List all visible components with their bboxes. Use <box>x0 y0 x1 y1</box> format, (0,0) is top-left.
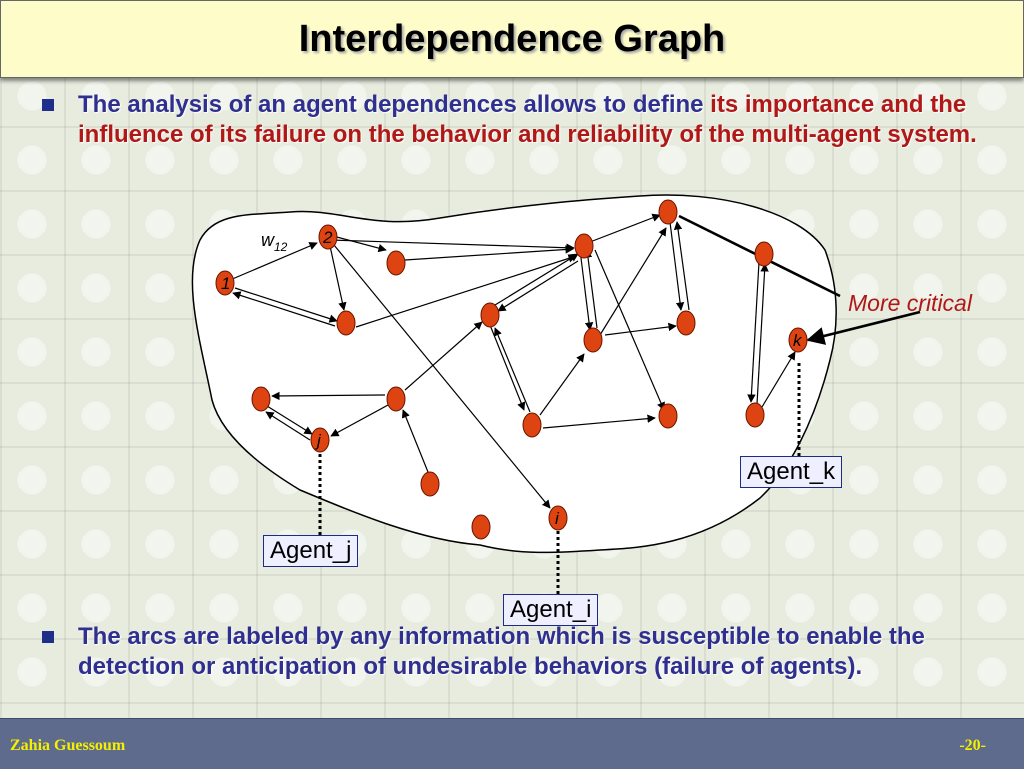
edge <box>761 351 796 408</box>
graph-node <box>471 514 491 540</box>
edge <box>542 414 656 429</box>
edge-weight-sub: 12 <box>274 240 288 254</box>
edge <box>604 322 677 336</box>
edge <box>747 261 760 403</box>
edge <box>489 324 526 411</box>
edge <box>404 321 483 391</box>
edge <box>355 254 577 328</box>
node-label-2: 2 <box>322 228 333 247</box>
graph-node <box>386 386 406 412</box>
agent-j-box: Agent_j <box>263 535 359 567</box>
edge <box>330 404 389 437</box>
edge <box>333 244 551 509</box>
page-number: -20- <box>959 737 986 754</box>
edge <box>266 405 313 435</box>
graph-node <box>574 233 594 259</box>
graph-node <box>658 403 678 429</box>
edge <box>401 409 429 473</box>
bullet-1-highlight: its importance and the influence of its … <box>78 91 971 148</box>
edge <box>539 353 585 416</box>
graph-node <box>336 310 356 336</box>
graph-nodes <box>215 199 808 540</box>
edge <box>589 213 661 243</box>
graph-node <box>251 386 271 412</box>
edge <box>497 260 579 312</box>
edge <box>583 249 598 329</box>
edge <box>229 242 318 281</box>
bullet-1: The analysis of an agent dependences all… <box>42 90 982 150</box>
edge-weight-label: w12 <box>261 230 288 254</box>
edge <box>494 253 579 306</box>
edge <box>234 287 338 323</box>
node-label-k: k <box>793 331 803 350</box>
edge <box>232 291 336 327</box>
edge <box>806 310 921 345</box>
graph-edges <box>229 213 921 509</box>
edge <box>673 221 690 311</box>
node-label-j: j <box>315 431 322 450</box>
slide-title: Interdependence Graph <box>298 17 726 60</box>
agent-k-box: Agent_k <box>740 456 843 488</box>
more-critical-label: More critical <box>848 290 972 316</box>
graph-node <box>583 327 603 353</box>
edge <box>579 249 594 331</box>
edge <box>494 327 531 413</box>
edge <box>756 263 769 405</box>
footer-author: Zahia Guessoum <box>10 737 126 754</box>
graph-node <box>215 270 235 296</box>
edge <box>265 411 311 441</box>
bullet-1-text: The analysis of an agent dependences all… <box>78 90 982 150</box>
bullet-2: The arcs are labeled by any information … <box>42 622 982 682</box>
graph-node <box>310 427 330 453</box>
graph-node <box>676 310 696 336</box>
graph-node <box>745 402 765 428</box>
edge <box>329 239 575 252</box>
edge <box>329 245 347 311</box>
graph-node <box>386 250 406 276</box>
graph-node <box>420 471 440 497</box>
edge <box>599 227 667 336</box>
title-bar: Interdependence Graph <box>0 0 1024 78</box>
bullet-1-part-1: The analysis of an agent dependences all… <box>78 91 711 118</box>
agent-links <box>318 360 801 594</box>
graph-node <box>788 327 808 353</box>
edge <box>332 235 387 253</box>
graph-node <box>318 224 338 250</box>
bullet-square-icon <box>42 631 54 643</box>
edge <box>271 391 386 401</box>
graph-node <box>480 302 500 328</box>
graph-node <box>754 241 774 267</box>
graph-node <box>658 199 678 225</box>
graph-node <box>548 505 568 531</box>
node-label-i: i <box>555 509 560 528</box>
edge <box>404 245 574 261</box>
graph-node <box>522 412 542 438</box>
agent-i-box: Agent_i <box>503 594 599 626</box>
bullet-1-period: . <box>970 121 977 148</box>
edge <box>669 221 685 311</box>
edge <box>594 249 665 411</box>
node-label-1: 1 <box>221 274 230 293</box>
edge-weight-base: w <box>261 230 275 250</box>
bullet-2-text: The arcs are labeled by any information … <box>78 623 925 680</box>
footer-bar: Zahia Guessoum -20- <box>0 718 1024 769</box>
bullet-square-icon <box>42 99 54 111</box>
